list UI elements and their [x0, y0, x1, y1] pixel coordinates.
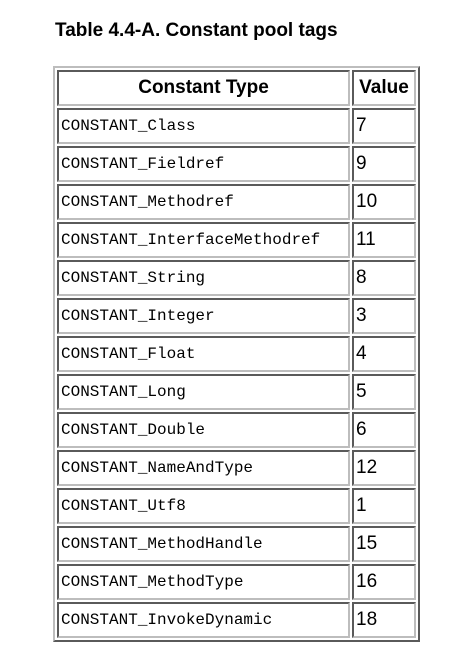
value-cell: 1 — [352, 488, 416, 524]
constant-type-cell: CONSTANT_Integer — [57, 298, 350, 334]
constant-type-cell: CONSTANT_InterfaceMethodref — [57, 222, 350, 258]
value-cell: 6 — [352, 412, 416, 448]
value-cell: 7 — [352, 108, 416, 144]
value-cell: 18 — [352, 602, 416, 638]
constant-type-cell: CONSTANT_Methodref — [57, 184, 350, 220]
constant-type-cell: CONSTANT_String — [57, 260, 350, 296]
constant-type-cell: CONSTANT_NameAndType — [57, 450, 350, 486]
table-header-row: Constant Type Value — [57, 70, 416, 106]
value-cell: 8 — [352, 260, 416, 296]
constant-type-cell: CONSTANT_Float — [57, 336, 350, 372]
table-caption: Table 4.4-A. Constant pool tags — [55, 20, 338, 41]
constant-type-cell: CONSTANT_Class — [57, 108, 350, 144]
value-cell: 16 — [352, 564, 416, 600]
header-constant-type: Constant Type — [57, 70, 350, 106]
constant-type-cell: CONSTANT_Utf8 — [57, 488, 350, 524]
constant-type-cell: CONSTANT_Fieldref — [57, 146, 350, 182]
value-cell: 15 — [352, 526, 416, 562]
value-cell: 5 — [352, 374, 416, 410]
value-cell: 10 — [352, 184, 416, 220]
value-cell: 4 — [352, 336, 416, 372]
constant-type-cell: CONSTANT_MethodHandle — [57, 526, 350, 562]
value-cell: 11 — [352, 222, 416, 258]
header-value: Value — [352, 70, 416, 106]
constant-type-cell: CONSTANT_MethodType — [57, 564, 350, 600]
value-cell: 3 — [352, 298, 416, 334]
value-cell: 9 — [352, 146, 416, 182]
constant-type-cell: CONSTANT_InvokeDynamic — [57, 602, 350, 638]
constant-type-cell: CONSTANT_Long — [57, 374, 350, 410]
value-cell: 12 — [352, 450, 416, 486]
constant-type-cell: CONSTANT_Double — [57, 412, 350, 448]
